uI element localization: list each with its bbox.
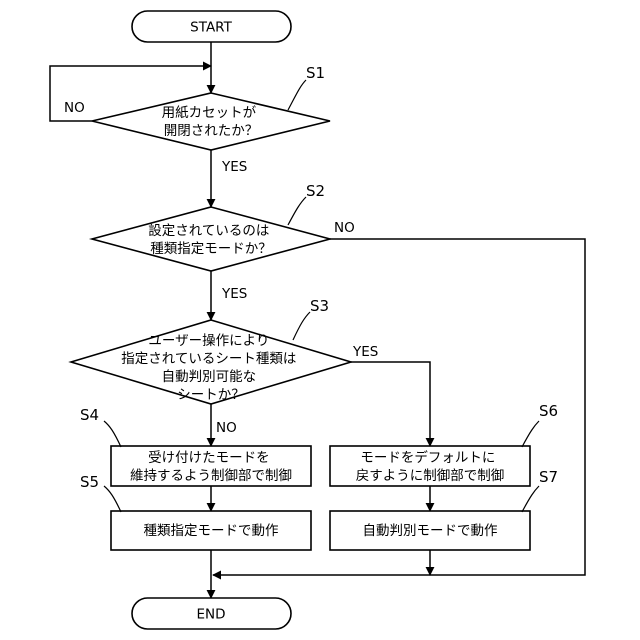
terminal-start-label: START (190, 20, 232, 36)
decision-s3: ユーザー操作により 指定されているシート種類は 自動判別可能な シートか？ (71, 320, 351, 404)
decision-s3-line: ユーザー操作により (148, 333, 269, 349)
leader-s4 (104, 421, 121, 447)
process-s6: モードをデフォルトに 戻すように制御部で制御 (330, 446, 530, 486)
process-s7-line: 自動判別モードで動作 (363, 523, 498, 539)
decision-s3-line: 自動判別可能な (162, 369, 257, 385)
branch-label-s1-yes: YES (221, 159, 247, 175)
branch-label-s3-yes: YES (352, 344, 378, 360)
arrow-s3-yes (351, 362, 430, 446)
process-s6-line: モードをデフォルトに (360, 449, 495, 466)
decision-s1: 用紙カセットが 開閉されたか？ (92, 93, 330, 150)
decision-s3-line: 指定されているシート種類は (121, 351, 296, 367)
process-s4: 受け付けたモードを 維持するよう制御部で制御 (111, 446, 311, 486)
step-label-s5: S5 (80, 473, 99, 491)
decision-s1-line: 開閉されたか？ (164, 123, 259, 139)
leader-s1 (288, 80, 306, 110)
leader-s3 (293, 312, 310, 340)
terminal-start: START (132, 11, 291, 42)
leader-s7 (522, 486, 539, 512)
step-label-s1: S1 (306, 64, 325, 82)
branch-label-s3-no: NO (216, 420, 237, 436)
process-s4-line: 維持するよう制御部で制御 (130, 468, 292, 484)
branch-label-s1-no: NO (64, 100, 85, 116)
decision-s2-line: 種類指定モードか？ (150, 241, 272, 257)
step-label-s7: S7 (539, 468, 558, 486)
step-label-s4: S4 (80, 406, 99, 424)
decision-s3-line: シートか？ (177, 387, 245, 403)
step-label-s3: S3 (310, 297, 329, 315)
decision-s2-line: 設定されているのは (148, 223, 269, 239)
decision-s1-line: 用紙カセットが (162, 105, 257, 121)
process-s4-line: 受け付けたモードを (148, 450, 270, 466)
process-s5-line: 種類指定モードで動作 (144, 523, 279, 539)
process-s6-line: 戻すように制御部で制御 (356, 468, 505, 484)
terminal-end-label: END (196, 607, 225, 623)
leader-s6 (522, 421, 539, 447)
decision-s2: 設定されているのは 種類指定モードか？ (92, 207, 330, 271)
branch-label-s2-no: NO (334, 220, 355, 236)
process-s5: 種類指定モードで動作 (111, 511, 311, 550)
step-label-s2: S2 (306, 182, 325, 200)
process-s7: 自動判別モードで動作 (330, 511, 530, 550)
step-label-s6: S6 (539, 402, 558, 420)
branch-label-s2-yes: YES (221, 286, 247, 302)
leader-s5 (104, 486, 121, 512)
leader-s2 (288, 197, 306, 225)
terminal-end: END (132, 598, 291, 629)
